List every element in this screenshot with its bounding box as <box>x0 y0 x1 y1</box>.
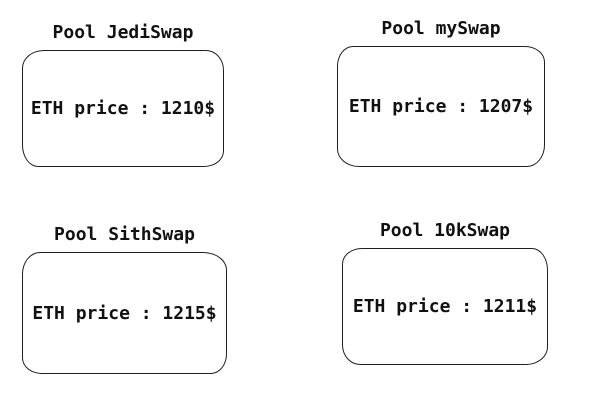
pool-box-jediswap: ETH price : 1210$ <box>22 50 224 167</box>
pool-card-jediswap: Pool JediSwap ETH price : 1210$ <box>22 20 224 167</box>
pool-title-myswap: Pool mySwap <box>381 18 501 39</box>
pool-card-sithswap: Pool SithSwap ETH price : 1215$ <box>22 222 227 374</box>
pool-price-sithswap: ETH price : 1215$ <box>32 302 217 324</box>
pool-title-sithswap: Pool SithSwap <box>54 224 195 245</box>
pool-title-jediswap: Pool JediSwap <box>52 22 194 43</box>
pool-price-10kswap: ETH price : 1211$ <box>352 296 538 317</box>
pool-box-sithswap: ETH price : 1215$ <box>22 252 227 374</box>
pool-box-10kswap: ETH price : 1211$ <box>342 248 548 365</box>
pool-price-jediswap: ETH price : 1210$ <box>30 98 216 119</box>
pool-box-myswap: ETH price : 1207$ <box>337 46 545 167</box>
pool-card-10kswap: Pool 10kSwap ETH price : 1211$ <box>342 218 548 365</box>
pool-title-10kswap: Pool 10kSwap <box>379 220 511 241</box>
pool-card-myswap: Pool mySwap ETH price : 1207$ <box>337 16 545 167</box>
pool-price-myswap: ETH price : 1207$ <box>348 96 534 117</box>
